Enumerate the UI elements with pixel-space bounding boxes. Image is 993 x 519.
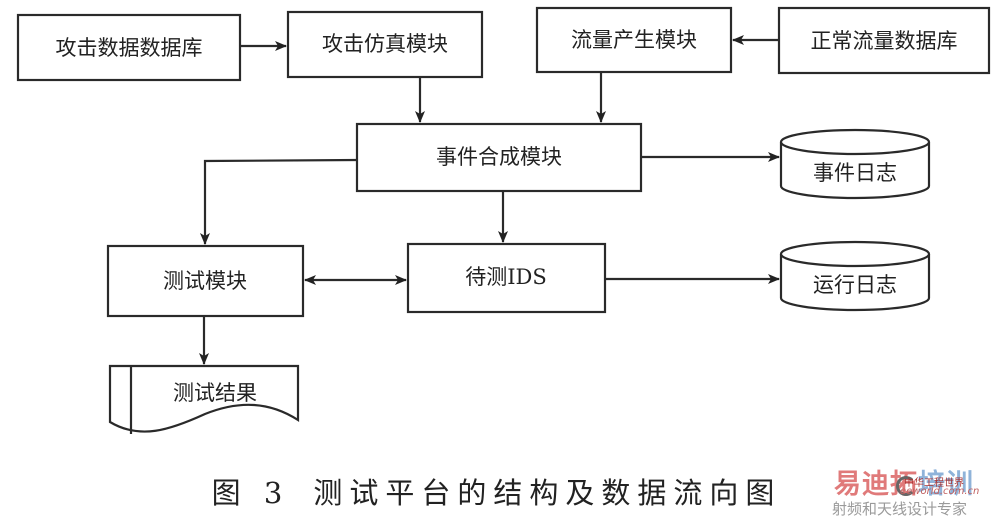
node-attack-sim: 攻击仿真模块 bbox=[286, 10, 484, 79]
node-test-module: 测试模块 bbox=[106, 244, 305, 318]
node-event-synth: 事件合成模块 bbox=[355, 122, 643, 193]
node-attack-db-label: 攻击数据数据库 bbox=[56, 36, 203, 60]
figure-title: 测试平台的结构及数据流向图 bbox=[313, 476, 782, 510]
node-traffic-gen-label: 流量产生模块 bbox=[571, 28, 697, 52]
watermark-logo-icon bbox=[896, 476, 916, 496]
node-attack-db: 攻击数据数据库 bbox=[16, 13, 242, 82]
figure-caption: 图 3 测试平台的结构及数据流向图 bbox=[0, 470, 993, 512]
node-normal-db: 正常流量数据库 bbox=[777, 6, 991, 75]
node-test-results: 测试结果 bbox=[108, 364, 300, 434]
node-traffic-gen: 流量产生模块 bbox=[535, 6, 733, 74]
node-ids-under-test-label: 待测IDS bbox=[465, 265, 547, 289]
node-test-module-label: 测试模块 bbox=[163, 269, 247, 293]
edge-event-synth-to-test-module bbox=[200, 158, 358, 245]
watermark-site-url: eeworld.com.cn bbox=[900, 486, 980, 497]
node-ids-under-test: 待测IDS bbox=[406, 242, 607, 314]
node-run-log: 运行日志 bbox=[779, 240, 931, 312]
node-event-synth-label: 事件合成模块 bbox=[436, 145, 562, 169]
watermark-site-cn: 中华工程世界 bbox=[904, 478, 964, 489]
node-event-log-label: 事件日志 bbox=[813, 161, 897, 185]
node-run-log-label: 运行日志 bbox=[813, 273, 897, 297]
node-test-results-label: 测试结果 bbox=[173, 381, 257, 405]
node-event-log: 事件日志 bbox=[779, 128, 931, 200]
node-attack-sim-label: 攻击仿真模块 bbox=[322, 32, 448, 56]
watermark-slogan: 射频和天线设计专家 bbox=[832, 500, 968, 518]
node-normal-db-label: 正常流量数据库 bbox=[811, 29, 958, 53]
watermark: 易迪拓培训 中华工程世界 eeworld.com.cn 射频和天线设计专家 bbox=[830, 462, 993, 518]
figure-number: 图 3 bbox=[211, 476, 290, 510]
watermark-brand-blue: 培训 bbox=[918, 469, 974, 500]
